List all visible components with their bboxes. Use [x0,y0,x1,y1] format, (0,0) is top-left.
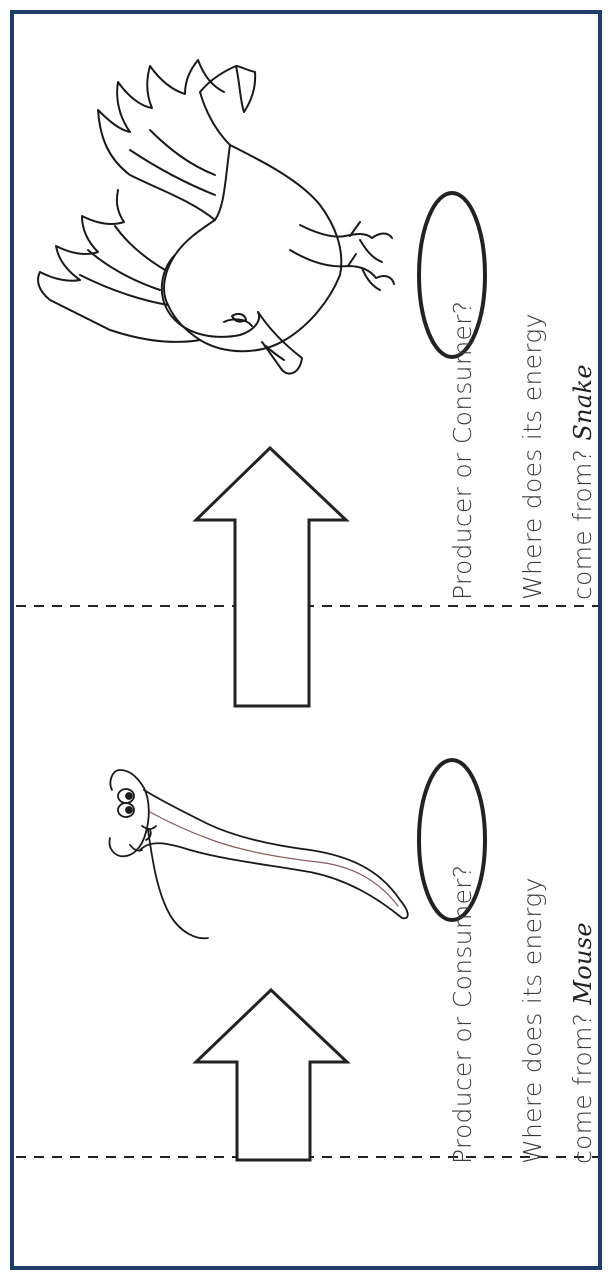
energy-question-line2-top: come from? Snake [568,364,597,600]
energy-prefix: come from? [568,441,597,600]
energy-prefix: come from? [568,1005,597,1164]
question-prefix: Producer or [448,1008,477,1164]
energy-question-line1-top: Where does its energy [518,313,547,600]
eagle-icon [38,60,394,374]
circled-answer: Consumer [448,314,477,444]
question-line-bottom: Producer or Consumer? [448,865,477,1164]
question-suffix: ? [448,865,477,879]
snake-icon [109,770,407,938]
energy-answer: Mouse [569,922,597,1005]
energy-question-line2-bottom: come from? Mouse [568,922,597,1164]
question-prefix: Producer or [448,444,477,600]
energy-question-line1-bottom: Where does its energy [518,877,547,1164]
up-arrow-icon [196,448,346,706]
up-arrow-icon [196,990,347,1160]
energy-answer: Snake [569,364,597,440]
question-suffix: ? [448,301,477,315]
question-line-top: Producer or Consumer? [448,301,477,600]
circled-answer: Consumer [448,878,477,1008]
